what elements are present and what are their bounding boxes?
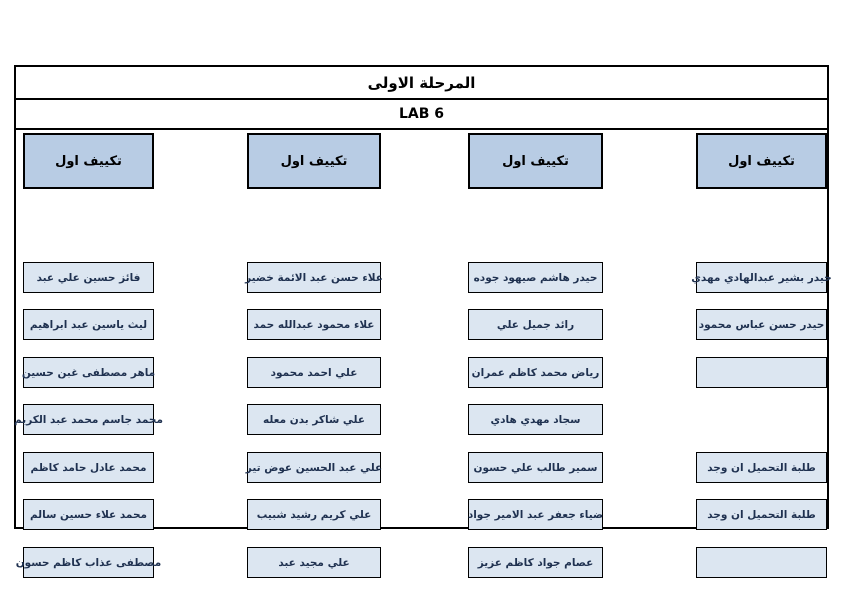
group-column: تكييف اول حيدر بشير عبدالهادي مهدي حيدر حس… — [691, 130, 832, 578]
lab-title: LAB 6 — [16, 100, 827, 130]
student-name-cell: رائد جميل علي — [468, 309, 603, 340]
group-column: تكييف اول حيدر هاشم صيهود جوده رائد جميل ع… — [468, 130, 603, 578]
schedule-table: المرحلة الاولى LAB 6 تكييف اول حيدر بشير … — [14, 65, 832, 578]
student-name-cell: فائز حسين علي عبد — [23, 262, 154, 293]
empty-cell — [696, 357, 827, 388]
student-name-cell: علي كريم رشيد شبيب — [247, 499, 381, 530]
group-header: تكييف اول — [468, 133, 603, 189]
student-name-cell: رياض محمد كاظم عمران — [468, 357, 603, 388]
group-header: تكييف اول — [247, 133, 381, 189]
student-name-cell: عصام جواد كاظم عزيز — [468, 547, 603, 578]
stage-title: المرحلة الاولى — [16, 67, 827, 100]
student-name-cell: علي عبد الحسين عوض تير — [246, 452, 382, 483]
student-name-cell: طلبة التحميل ان وجد — [696, 452, 827, 483]
student-name-cell: محمد علاء حسين سالم — [23, 499, 154, 530]
group-column: تكييف اول فائز حسين علي عبد ليث ياسين عبد … — [14, 130, 163, 578]
student-name-cell: علي شاكر بدن معله — [247, 404, 381, 435]
student-name-cell: محمد جاسم محمد عبد الكريم — [14, 404, 163, 435]
student-name-cell: حيدر حسن عباس محمود — [696, 309, 827, 340]
columns-area: تكييف اول حيدر بشير عبدالهادي مهدي حيدر حس… — [14, 130, 832, 578]
student-name-cell: ضياء جعفر عبد الامير جواد — [468, 499, 603, 530]
student-name-cell: سجاد مهدي هادي — [468, 404, 603, 435]
student-name-cell: ليث ياسين عبد ابراهيم — [23, 309, 154, 340]
student-name-cell: مصطفى عذاب كاظم حسون — [16, 547, 161, 578]
student-name-cell: حيدر بشير عبدالهادي مهدي — [691, 262, 832, 293]
student-name-cell: علاء محمود عبدالله حمد — [247, 309, 381, 340]
student-name-cell: علي احمد محمود — [247, 357, 381, 388]
student-name-cell: محمد عادل حامد كاظم — [23, 452, 154, 483]
student-name-cell: ماهر مصطفى غبن حسين — [22, 357, 155, 388]
group-header: تكييف اول — [696, 133, 827, 189]
group-header: تكييف اول — [23, 133, 154, 189]
group-column: تكييف اول علاء حسن عبد الائمة خضير علاء مح… — [245, 130, 383, 578]
empty-cell — [696, 547, 827, 578]
student-name-cell: حيدر هاشم صيهود جوده — [468, 262, 603, 293]
student-name-cell: علي مجيد عبد — [247, 547, 381, 578]
student-name-cell: طلبة التحميل ان وجد — [696, 499, 827, 530]
student-name-cell: سمير طالب علي حسون — [468, 452, 603, 483]
student-name-cell: علاء حسن عبد الائمة خضير — [245, 262, 383, 293]
